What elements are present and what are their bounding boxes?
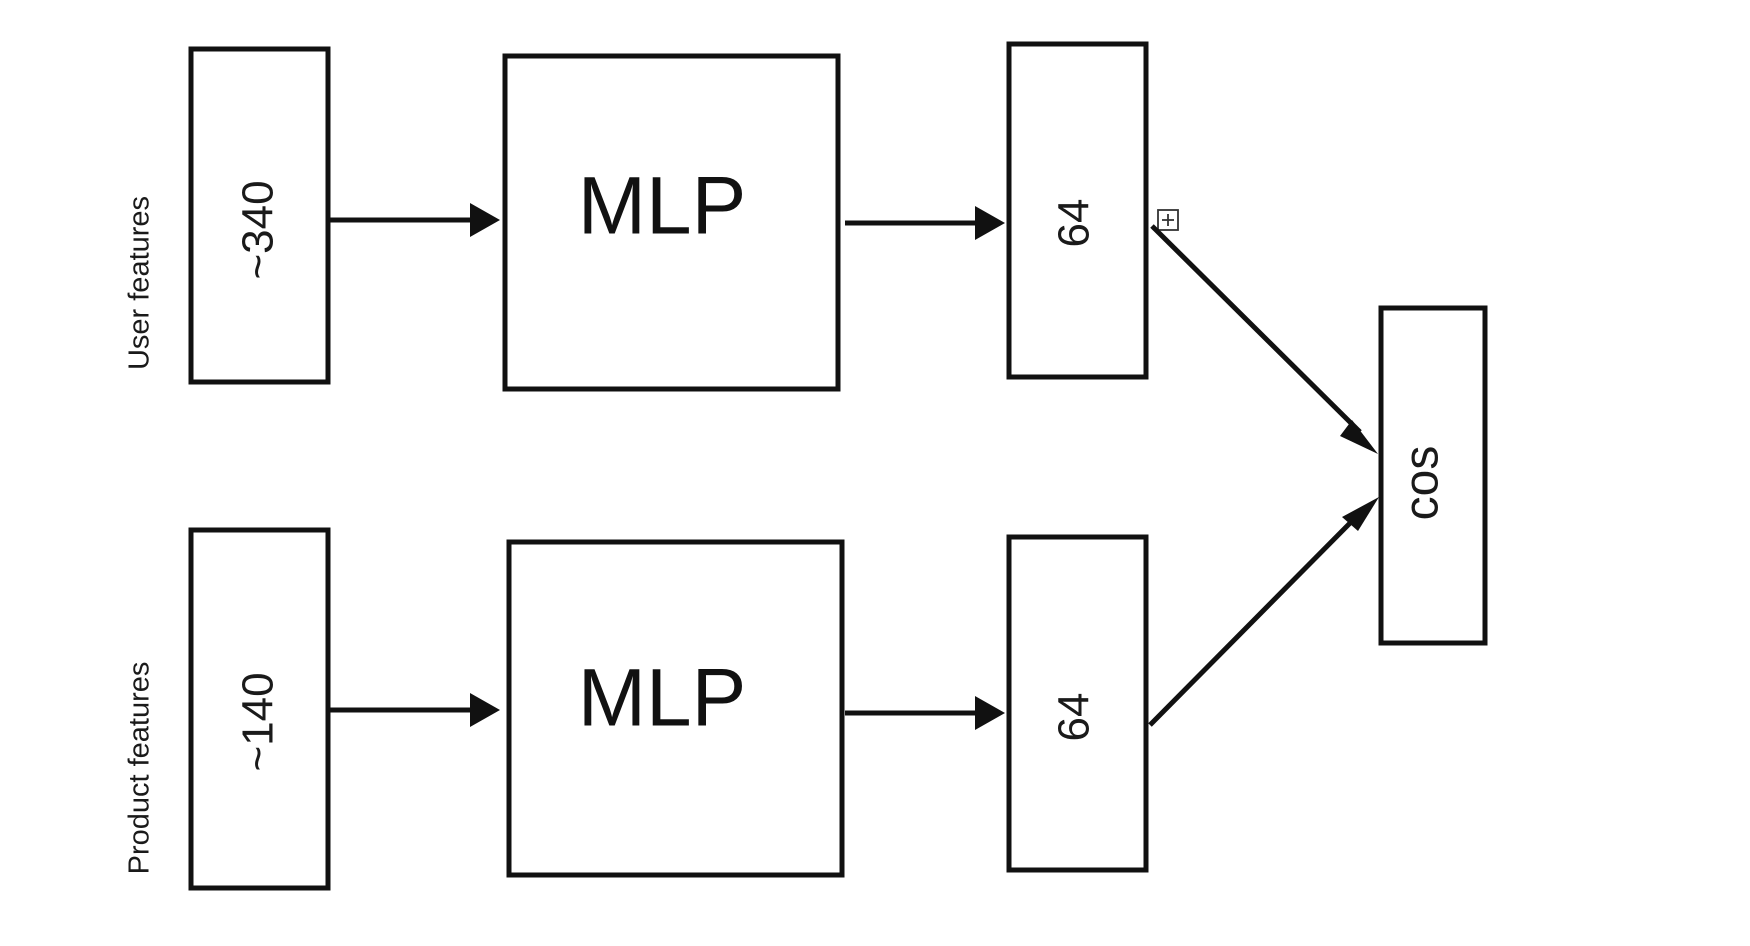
product-input-dim-label: ~140 [234, 672, 283, 771]
user-embedding-box [1006, 41, 1149, 380]
product-embedding-to-cos-arrow-line [1148, 511, 1362, 727]
user-mlp-label: MLP [578, 161, 747, 252]
user-embedding-dim-label: 64 [1050, 199, 1099, 248]
user-input-box [188, 46, 331, 385]
product-embedding-to-cos-arrowhead [1342, 497, 1379, 531]
product-mlp-box [506, 539, 845, 878]
user-embedding-to-cos-arrowhead [1340, 420, 1378, 454]
plus-marker-icon [1157, 209, 1179, 231]
user-input-to-mlp-arrowhead [470, 203, 500, 237]
product-input-to-mlp-arrowhead [470, 693, 500, 727]
product-mlp-to-embedding-arrowhead [975, 696, 1005, 730]
user-embedding-to-cos-arrow-line [1150, 224, 1362, 434]
user-mlp-box [502, 53, 841, 392]
product-embedding-box [1006, 534, 1149, 873]
product-input-box [188, 527, 331, 891]
cosine-similarity-box [1378, 305, 1488, 646]
product-embedding-dim-label: 64 [1050, 693, 1099, 742]
product-features-label: Product features [124, 662, 156, 875]
user-features-label: User features [124, 196, 156, 370]
user-mlp-to-embedding-arrowhead [975, 206, 1005, 240]
product-mlp-label: MLP [578, 653, 747, 744]
user-input-dim-label: ~340 [234, 180, 283, 279]
cosine-similarity-label: cos [1396, 446, 1449, 521]
